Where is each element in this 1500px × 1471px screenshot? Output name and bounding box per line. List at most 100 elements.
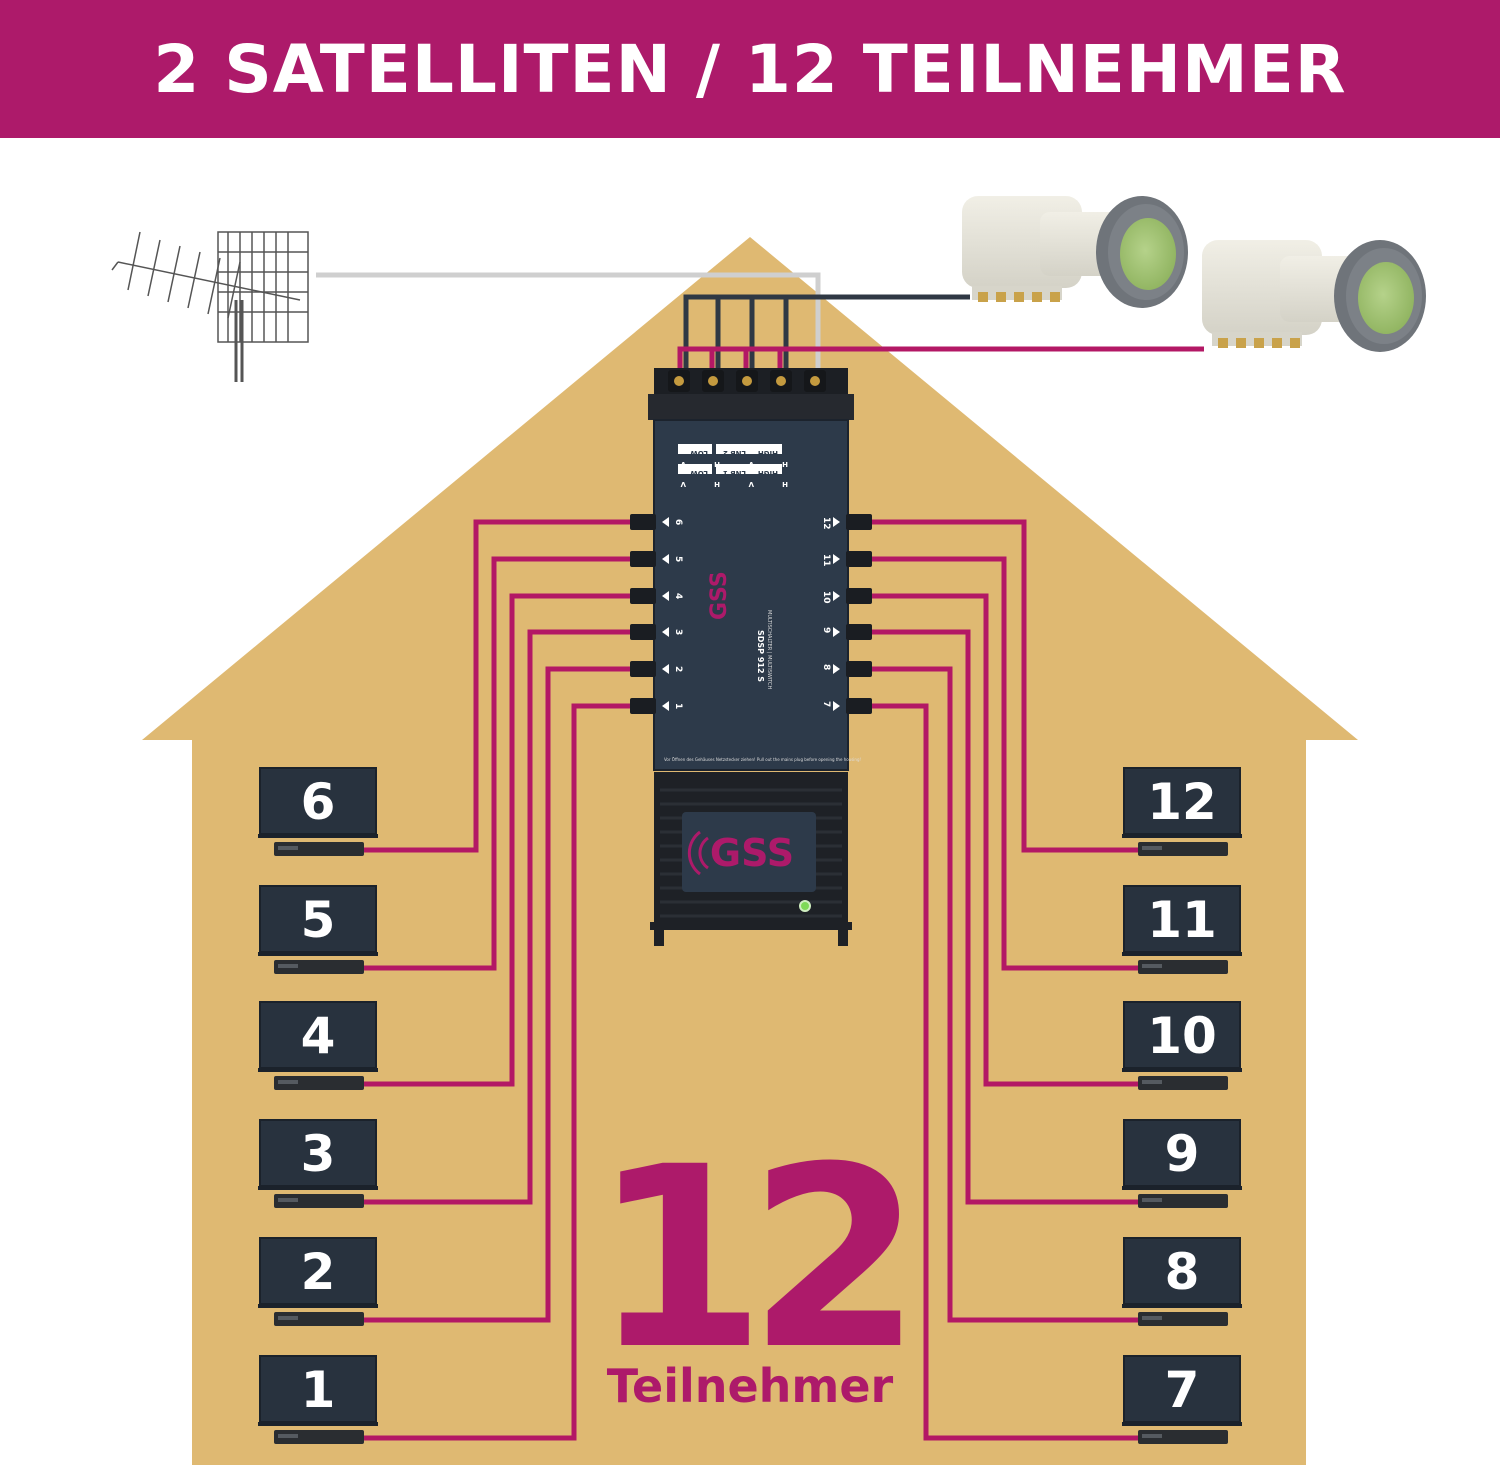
tv-stand	[1122, 834, 1242, 838]
port-arrow	[833, 701, 840, 711]
tv-number: 9	[1165, 1125, 1200, 1183]
panel-subtitle: MULTISCHALTER | MULTISWITCH	[766, 610, 772, 690]
tv-stand	[258, 834, 378, 838]
receiver-icon	[1138, 1076, 1228, 1090]
receiver-icon	[274, 1194, 364, 1208]
psu-logo: GSS	[710, 831, 794, 875]
port-connector	[846, 588, 872, 604]
tv-stand	[258, 1304, 378, 1308]
tv-icon	[1123, 885, 1241, 953]
tv-stand	[258, 1186, 378, 1190]
receiver-display	[1142, 846, 1162, 850]
tv-stand	[258, 952, 378, 956]
tv-icon	[259, 767, 377, 835]
receiver-icon	[274, 1430, 364, 1444]
port-connector	[630, 624, 656, 640]
tv-number: 4	[301, 1007, 336, 1065]
cable-left-4	[364, 593, 640, 1087]
port-number: 5	[673, 556, 683, 562]
port-arrow	[833, 591, 840, 601]
tv-number: 3	[301, 1125, 336, 1183]
header-banner: 2 SATELLITEN / 12 TEILNEHMER	[0, 0, 1500, 138]
cable-left-3	[364, 629, 640, 1205]
port-connector	[630, 551, 656, 567]
port-number: 9	[821, 627, 831, 633]
port-number: 8	[821, 664, 831, 670]
tv-stand	[1122, 1068, 1242, 1072]
tv-icon	[259, 885, 377, 953]
port-number: 3	[673, 629, 683, 635]
cable-left-5	[364, 556, 640, 971]
receiver-display	[1142, 1198, 1162, 1202]
receiver-display	[1142, 1316, 1162, 1320]
tv-icon	[1123, 1237, 1241, 1305]
port-number: 6	[673, 519, 683, 525]
receiver-display	[278, 1316, 298, 1320]
tv-number: 5	[301, 891, 336, 949]
input-label: HIGH	[758, 449, 778, 457]
port-arrow	[833, 664, 840, 674]
port-arrow	[662, 554, 669, 564]
panel-model: SDSP 912 S	[756, 630, 765, 682]
subscriber-9: 9	[1122, 1119, 1242, 1208]
subscriber-8: 8	[1122, 1237, 1242, 1326]
tv-number: 12	[1147, 773, 1217, 831]
tv-number: 7	[1165, 1361, 1200, 1419]
port-number: 1	[673, 703, 683, 709]
tv-stand	[1122, 1304, 1242, 1308]
subscriber-count: 12	[592, 1113, 904, 1404]
cable-right-11	[862, 556, 1140, 971]
polarity-label: H	[782, 480, 788, 488]
tv-icon	[1123, 767, 1241, 835]
port-connector	[846, 551, 872, 567]
tv-stand	[1122, 1422, 1242, 1426]
tv-stand	[258, 1422, 378, 1426]
subscriber-10: 10	[1122, 1001, 1242, 1090]
subscriber-6: 6	[258, 767, 378, 856]
cable-left-6	[364, 519, 640, 853]
port-arrow	[833, 627, 840, 637]
receiver-display	[278, 1080, 298, 1084]
receiver-display	[1142, 1434, 1162, 1438]
tv-icon	[1123, 1355, 1241, 1423]
subscriber-2: 2	[258, 1237, 378, 1326]
tv-stand	[1122, 1186, 1242, 1190]
receiver-icon	[1138, 1430, 1228, 1444]
receiver-display	[278, 1434, 298, 1438]
port-number: 10	[821, 591, 831, 604]
receiver-icon	[274, 842, 364, 856]
receiver-icon	[274, 1076, 364, 1090]
port-number: 11	[821, 554, 831, 567]
receiver-icon	[1138, 1194, 1228, 1208]
port-connector	[846, 698, 872, 714]
receiver-display	[1142, 964, 1162, 968]
quad-lnb-icon	[1202, 240, 1426, 352]
port-arrow	[662, 664, 669, 674]
polarity-label: V	[748, 460, 754, 468]
subscriber-7: 7	[1122, 1355, 1242, 1444]
panel-warning: Vor Öffnen des Gehäuses Netzstecker zieh…	[664, 757, 861, 762]
tv-number: 6	[301, 773, 336, 831]
receiver-icon	[274, 960, 364, 974]
input-label: LNB 2	[723, 449, 746, 457]
receiver-display	[278, 846, 298, 850]
terrestrial-antenna-icon	[111, 231, 309, 382]
port-arrow	[662, 627, 669, 637]
cable-right-9	[862, 629, 1140, 1205]
tv-number: 8	[1165, 1243, 1200, 1301]
tv-icon	[259, 1001, 377, 1069]
input-label-bg	[716, 444, 750, 454]
receiver-icon	[274, 1312, 364, 1326]
input-label: LOW	[690, 469, 708, 477]
port-arrow	[833, 554, 840, 564]
subscriber-5: 5	[258, 885, 378, 974]
cable-right-7	[862, 703, 1140, 1441]
receiver-display	[278, 964, 298, 968]
polarity-label: V	[680, 480, 686, 488]
cable-left-2	[364, 666, 640, 1323]
tv-number: 10	[1147, 1007, 1217, 1065]
receiver-icon	[1138, 960, 1228, 974]
tv-number: 11	[1147, 891, 1217, 949]
